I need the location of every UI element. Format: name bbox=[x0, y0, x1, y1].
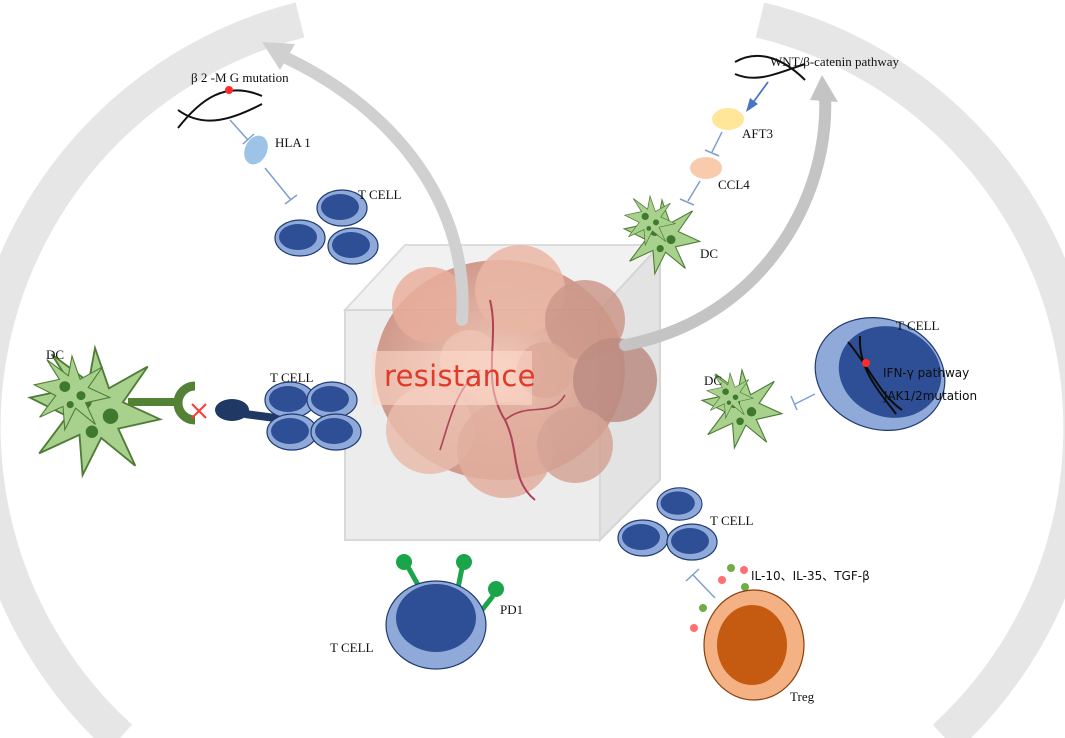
dendritic-cell-left bbox=[28, 347, 162, 477]
label-t-cell-bottom-right: T CELL bbox=[710, 513, 754, 528]
label-dc-top: DC bbox=[700, 246, 719, 261]
label-wnt-pathway: WNT/β-catenin pathway bbox=[770, 54, 899, 69]
aft3-molecule bbox=[712, 108, 744, 130]
inhibit-line bbox=[687, 180, 701, 202]
label-t-cell-center-left: T CELL bbox=[270, 370, 314, 385]
label-b2m-mutation: β 2 -M G mutation bbox=[191, 70, 289, 85]
ccl4-molecule bbox=[690, 157, 722, 179]
dna-strand-b2m bbox=[177, 86, 263, 129]
cytokine-dots bbox=[690, 564, 749, 632]
treg-cell bbox=[703, 589, 805, 701]
t-cell-large-right bbox=[814, 317, 946, 431]
mutation-dot bbox=[862, 359, 870, 367]
label-cytokines: IL-10、IL-35、TGF-β bbox=[751, 569, 870, 583]
label-hla: HLA 1 bbox=[275, 135, 311, 150]
mutation-dot bbox=[225, 86, 233, 94]
label-ifn-pathway: IFN-γ pathway bbox=[883, 366, 970, 380]
curved-arrow-left bbox=[262, 42, 469, 326]
t-cell-cluster-center-left bbox=[264, 381, 362, 451]
curved-arrow-right bbox=[619, 75, 838, 351]
label-t-cell-right: T CELL bbox=[896, 318, 940, 333]
label-jak-mutation: JAK1/2mutation bbox=[884, 389, 978, 403]
label-dc-right: DC bbox=[704, 373, 723, 388]
dna-strand-wnt bbox=[734, 54, 806, 81]
label-t-cell-top-left: T CELL bbox=[358, 187, 402, 202]
activation-arrow bbox=[751, 81, 769, 105]
label-t-cell-bottom: T CELL bbox=[330, 640, 374, 655]
t-cell-pd1 bbox=[385, 554, 504, 670]
block-cross-icon bbox=[191, 403, 207, 419]
inhibit-line bbox=[229, 119, 249, 141]
hla-molecule bbox=[244, 135, 268, 165]
label-aft3: AFT3 bbox=[742, 126, 774, 141]
label-pd1: PD1 bbox=[500, 602, 524, 617]
label-treg: Treg bbox=[790, 689, 815, 704]
dc-receptor bbox=[128, 381, 196, 425]
inhibit-line bbox=[794, 393, 816, 405]
inhibit-line bbox=[264, 167, 292, 201]
resistance-banner: resistance bbox=[372, 351, 535, 405]
label-dc-left: DC bbox=[46, 347, 65, 362]
label-resistance: resistance bbox=[384, 359, 536, 393]
inhibit-line bbox=[711, 131, 723, 153]
label-ccl4: CCL4 bbox=[718, 177, 750, 192]
inhibit-line bbox=[692, 574, 716, 599]
